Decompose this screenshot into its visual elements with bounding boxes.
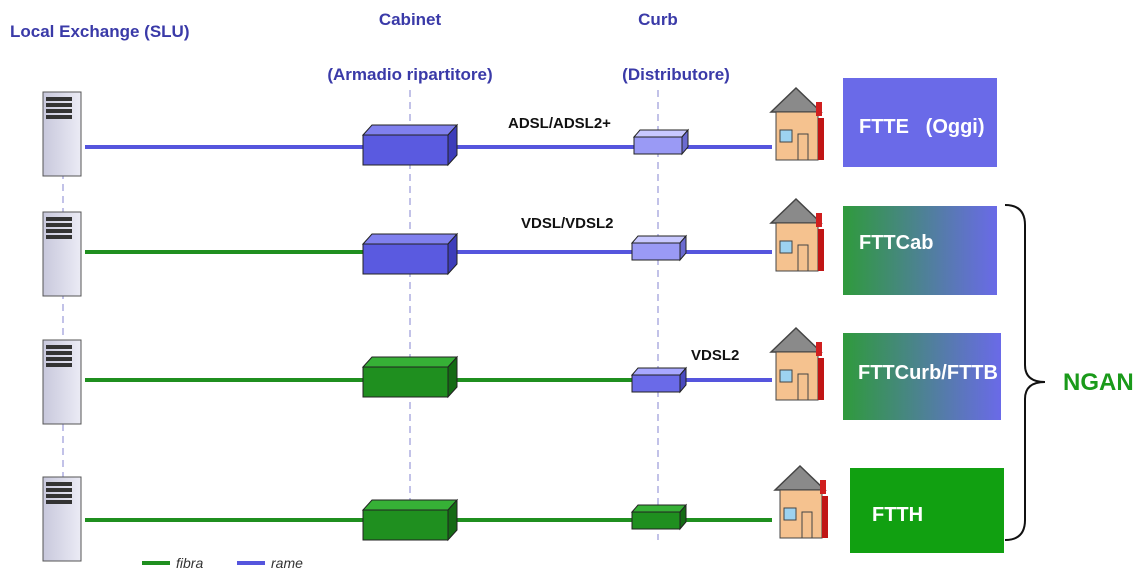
fttcurb-box-label: FTTCurb/FTTB bbox=[858, 362, 998, 384]
ftte-box-label: FTTE (Oggi) bbox=[859, 116, 985, 138]
cabinet-box-icon bbox=[361, 123, 459, 167]
header-cabinet: Cabinet bbox=[379, 10, 442, 29]
cabinet-box-icon bbox=[361, 498, 459, 542]
cabinet-box-icon bbox=[361, 232, 459, 276]
ftth-box-label: FTTH bbox=[872, 504, 923, 526]
ftth-box bbox=[850, 468, 1004, 553]
row-ftte: ADSL/ADSL2+ FTTE (Oggi) bbox=[42, 78, 997, 177]
server-icon bbox=[42, 211, 82, 297]
house-icon bbox=[769, 197, 824, 272]
curb-box-icon bbox=[632, 128, 690, 156]
legend-copper-label: rame bbox=[271, 555, 303, 571]
curb-box-icon bbox=[630, 234, 688, 262]
house-icon bbox=[773, 464, 828, 539]
cabinet-box-icon bbox=[361, 355, 459, 399]
house-icon bbox=[769, 86, 824, 161]
legend-fiber-label: fibra bbox=[176, 555, 203, 571]
fttcurb-box bbox=[843, 333, 1001, 420]
server-icon bbox=[42, 476, 82, 562]
curb-box-icon bbox=[630, 503, 688, 531]
house-icon bbox=[769, 326, 824, 401]
link-label-adsl: ADSL/ADSL2+ bbox=[508, 115, 611, 132]
fttcab-box bbox=[843, 206, 997, 295]
row-fttcurb: VDSL2 FTTCurb/FTTB bbox=[42, 326, 1001, 425]
header-exchange: Local Exchange (SLU) bbox=[10, 22, 189, 41]
header-curb-sub: (Distributore) bbox=[622, 65, 730, 84]
header-curb: Curb bbox=[638, 10, 678, 29]
fttcab-box-label: FTTCab bbox=[859, 232, 933, 254]
row-ftth: FTTH bbox=[42, 464, 1004, 562]
row-fttcab: VDSL/VDSL2 FTTCab bbox=[42, 197, 997, 297]
header-cabinet-sub: (Armadio ripartitore) bbox=[327, 65, 492, 84]
curb-box-icon bbox=[630, 366, 688, 394]
link-label-vdsl: VDSL/VDSL2 bbox=[521, 215, 614, 232]
server-icon bbox=[42, 91, 82, 177]
ftte-box bbox=[843, 78, 997, 167]
legend: fibra rame bbox=[142, 555, 303, 571]
server-icon bbox=[42, 339, 82, 425]
link-label-vdsl2: VDSL2 bbox=[691, 347, 739, 364]
ngan-label: NGAN bbox=[1063, 369, 1134, 396]
ngan-brace bbox=[1004, 204, 1046, 541]
